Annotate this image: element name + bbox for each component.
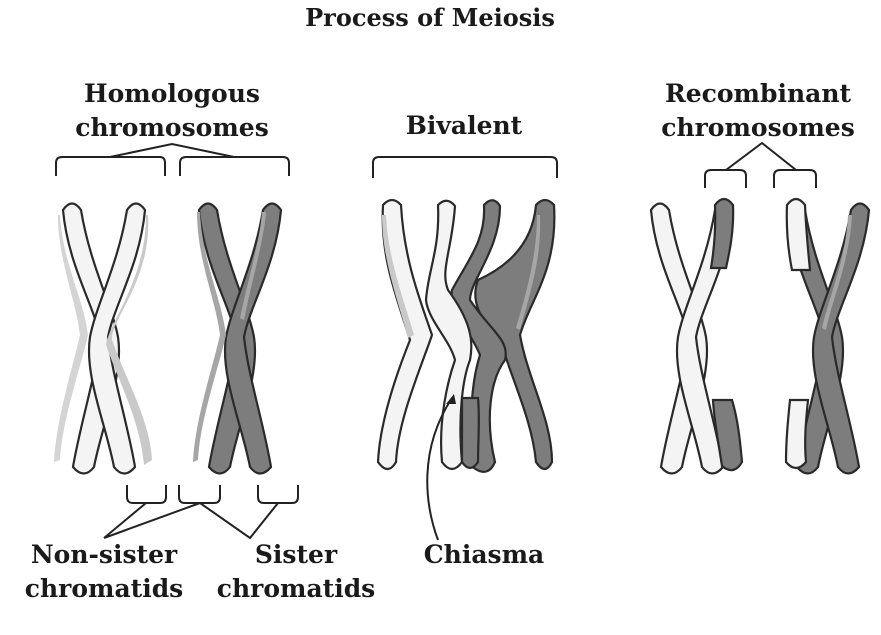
- recombinant-chromosome-1: [649, 197, 744, 475]
- chiasma-label: Chiasma: [424, 540, 545, 569]
- diagram-title: Process of Meiosis: [305, 3, 555, 32]
- bivalent-chromatids: [376, 198, 556, 473]
- homologous-chromosome-light: [54, 202, 152, 475]
- recombinant-bracket: [704, 141, 817, 188]
- homologous-label-line1: Homologous: [84, 79, 260, 108]
- recombinant-label-line2: chromosomes: [661, 113, 855, 142]
- bivalent-label: Bivalent: [406, 111, 523, 140]
- sister-label-line1: Sister: [255, 540, 338, 569]
- homologous-label-line2: chromosomes: [75, 113, 269, 142]
- sister-label-line2: chromatids: [217, 574, 376, 603]
- chromatid-brackets: [103, 485, 299, 540]
- non-sister-label-line2: chromatids: [25, 574, 184, 603]
- chiasma-arrow: [426, 394, 456, 541]
- homologous-bracket: [55, 142, 290, 176]
- recombinant-chromosome-2: [784, 197, 871, 475]
- recombinant-label-line1: Recombinant: [665, 79, 852, 108]
- bivalent-bracket: [372, 156, 558, 178]
- non-sister-label-line1: Non-sister: [31, 540, 178, 569]
- homologous-chromosome-dark: [193, 202, 283, 475]
